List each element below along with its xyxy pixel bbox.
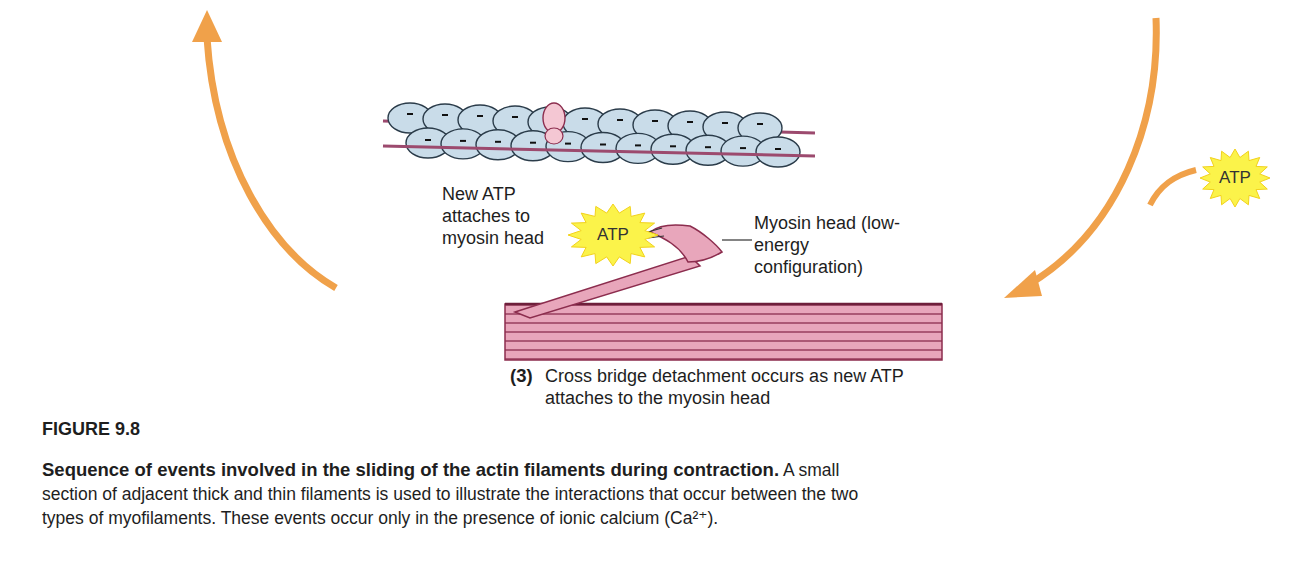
caption-heading: Sequence of events involved in the slidi…: [42, 459, 779, 480]
leader-line: [648, 228, 752, 240]
actin-filament: [383, 103, 815, 167]
atp-label: ATP: [1219, 168, 1251, 188]
starburst: [1200, 149, 1270, 207]
myosin-head: [515, 225, 722, 318]
step-caption: Cross bridge detachment occurs as new AT…: [545, 365, 945, 409]
thick-filament: [505, 304, 942, 360]
cycle-arrow: [1004, 18, 1196, 298]
callout-text: New ATP attaches to myosin head: [442, 183, 552, 249]
myosin-binding: [545, 128, 563, 144]
actin-bead: [756, 137, 800, 167]
figure-caption-block: Sequence of events involved in the slidi…: [42, 458, 872, 530]
atp-burst: ATP: [1199, 148, 1271, 208]
step-number: (3): [510, 365, 544, 387]
starburst: [568, 204, 658, 266]
atp-burst: ATP: [567, 203, 659, 267]
callout-text: Myosin head (low-energy configuration): [754, 212, 904, 278]
cycle-arrow: [192, 10, 336, 288]
figure-title: FIGURE 9.8: [42, 418, 140, 440]
atp-label: ATP: [597, 225, 629, 245]
